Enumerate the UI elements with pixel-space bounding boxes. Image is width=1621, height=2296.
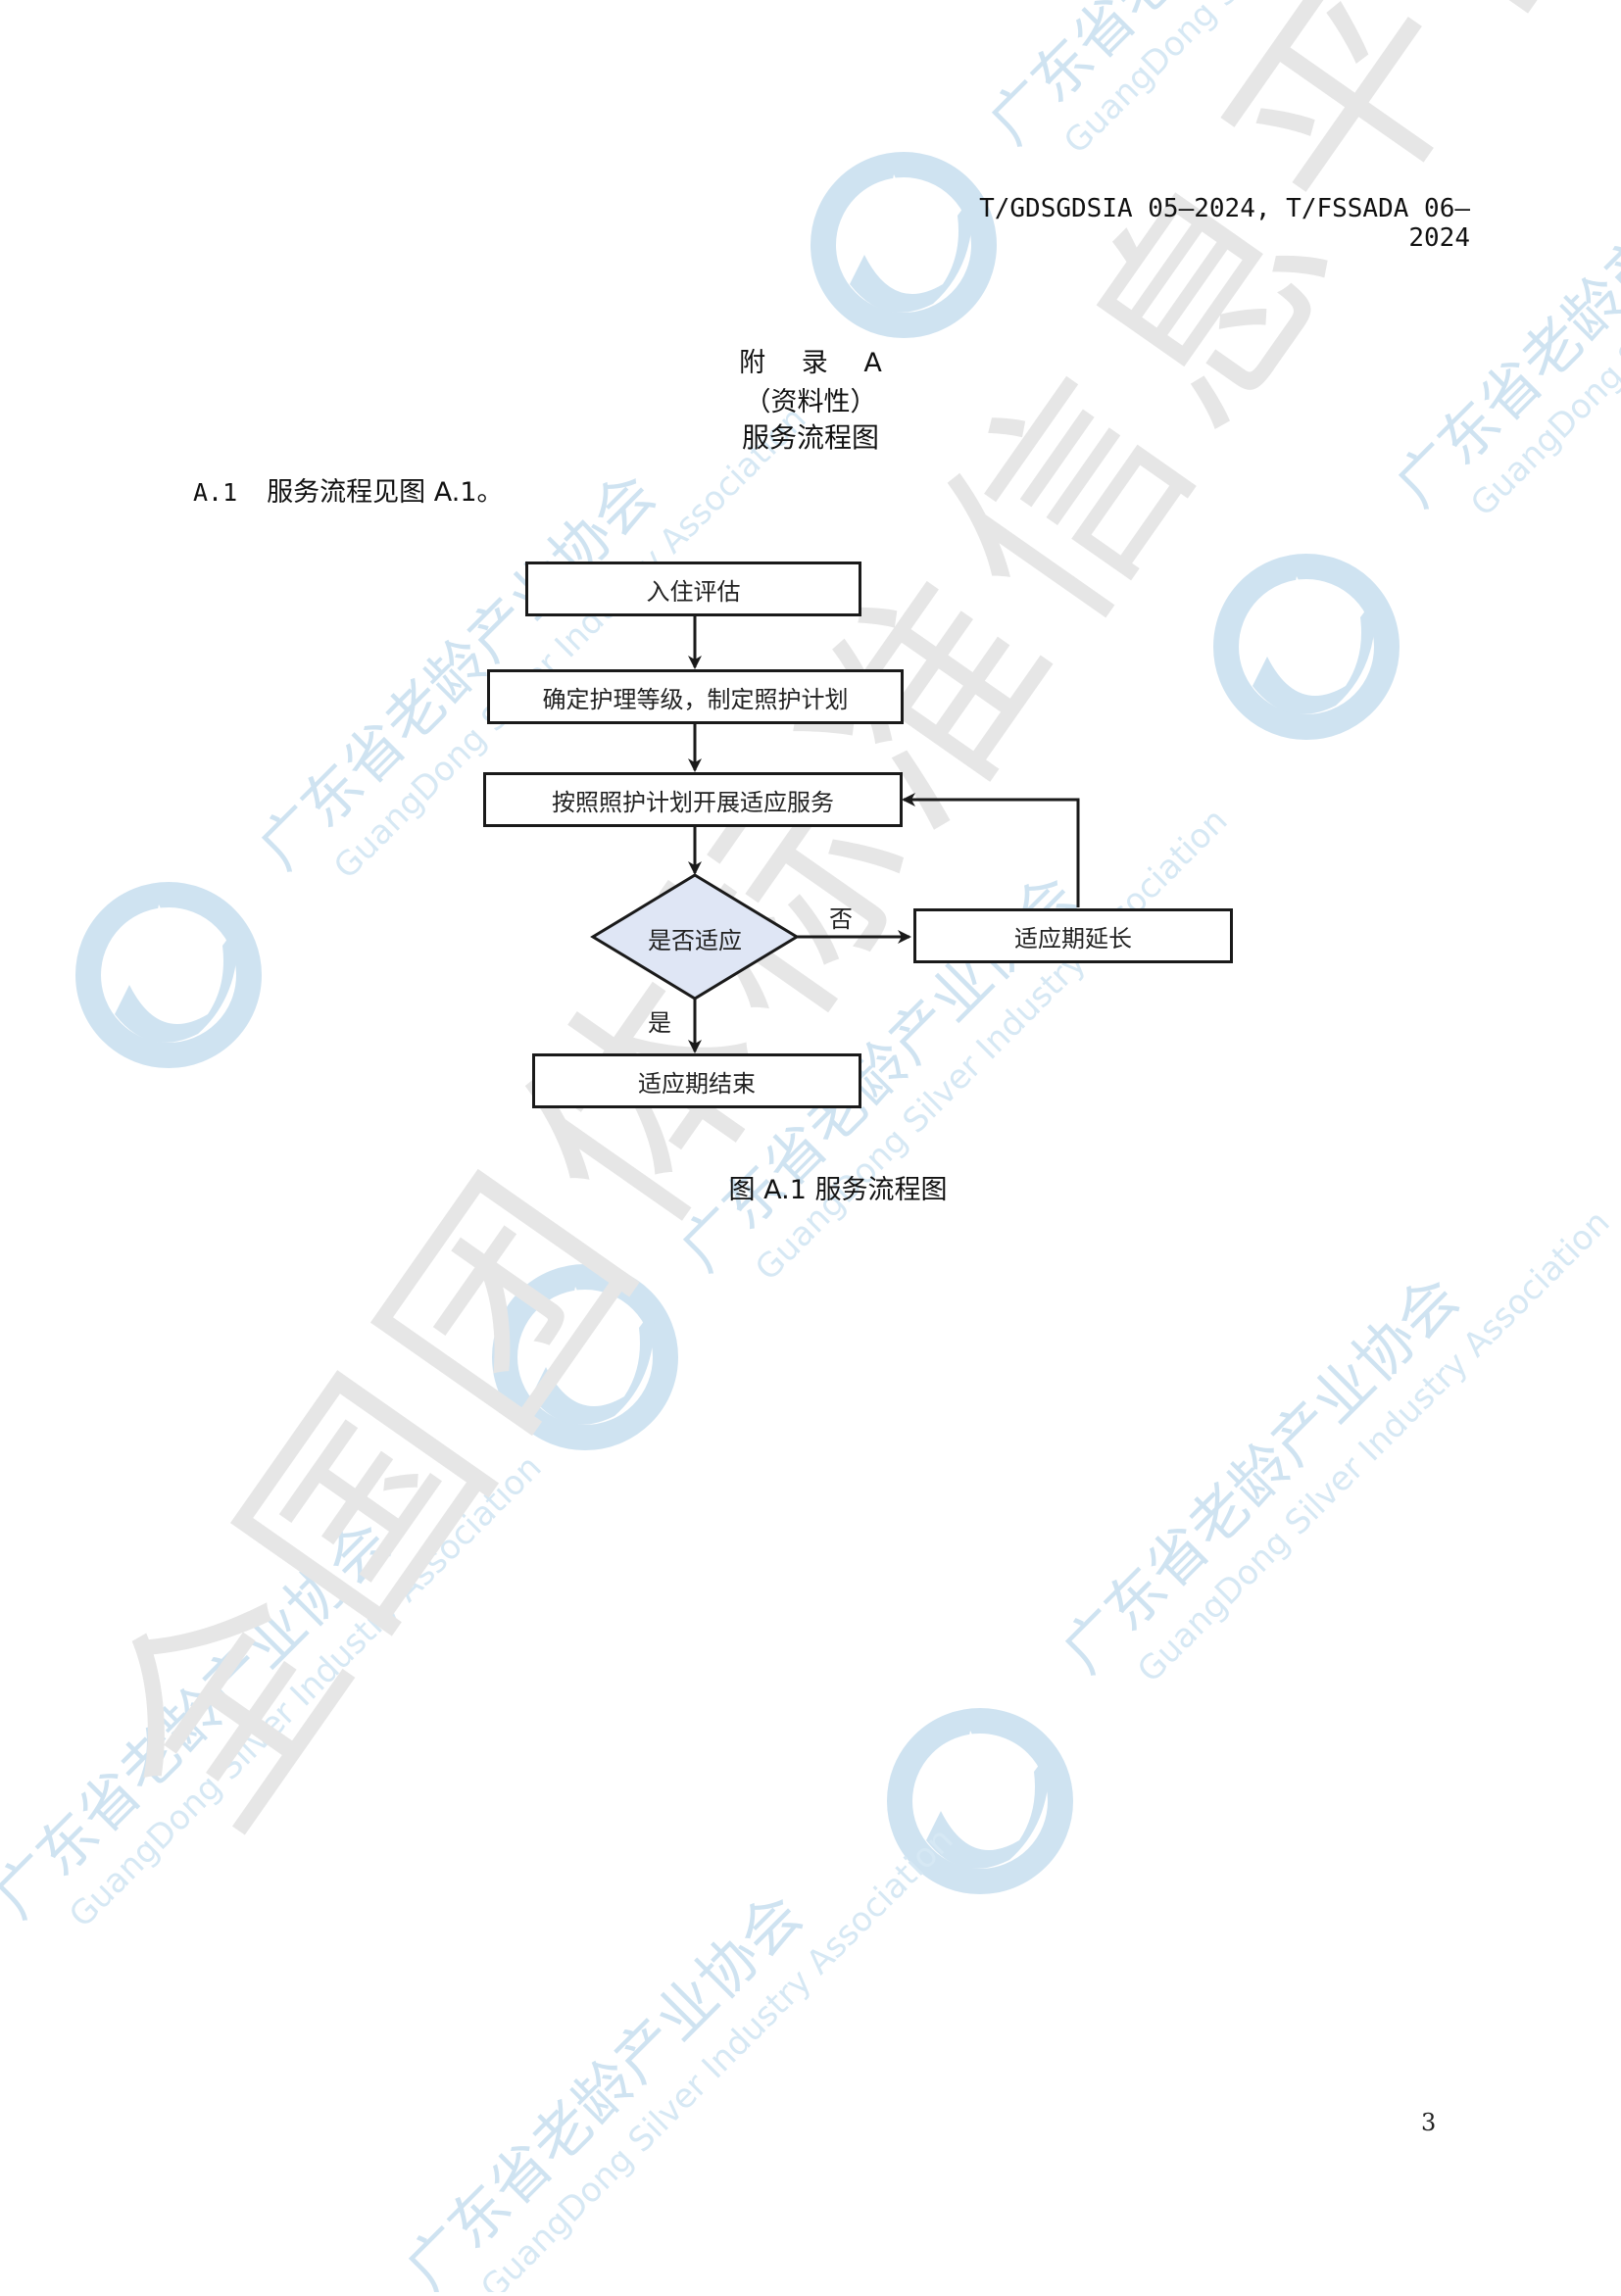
section-number: A.1 bbox=[193, 478, 238, 507]
flow-node-label: 确定护理等级，制定照护计划 bbox=[542, 685, 849, 713]
edge-label-no: 否 bbox=[829, 905, 853, 933]
flow-node-label: 按照照护计划开展适应服务 bbox=[552, 788, 834, 816]
edge-label-yes: 是 bbox=[648, 1009, 671, 1037]
figure-caption: 图 A.1 服务流程图 bbox=[728, 1175, 948, 1205]
flow-node-adaptive-service: 按照照护计划开展适应服务 bbox=[483, 772, 903, 827]
service-flowchart: 入住评估 确定护理等级，制定照护计划 按照照护计划开展适应服务 是否适应 适应期… bbox=[483, 562, 1233, 1108]
page-number: 3 bbox=[1421, 2109, 1437, 2136]
flow-node-label: 入住评估 bbox=[646, 577, 741, 606]
appendix-label-part: A bbox=[863, 348, 882, 378]
flow-node-admission-assessment: 入住评估 bbox=[525, 562, 861, 616]
flow-node-decision: 是否适应 bbox=[648, 927, 742, 954]
flow-node-label: 适应期延长 bbox=[1014, 924, 1132, 953]
flow-node-end-period: 适应期结束 bbox=[532, 1053, 861, 1108]
flow-node-label: 适应期结束 bbox=[638, 1069, 756, 1098]
flow-node-extend-period: 适应期延长 bbox=[913, 908, 1233, 963]
flow-node-care-level: 确定护理等级，制定照护计划 bbox=[487, 669, 904, 724]
